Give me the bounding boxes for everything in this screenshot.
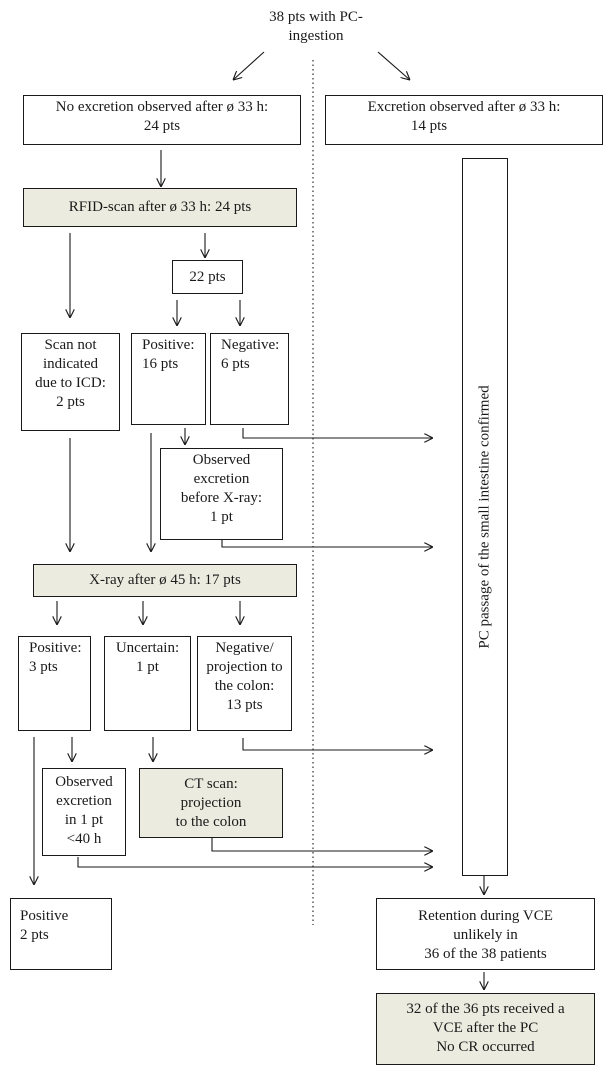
arrow-ct-to-confirmed — [211, 838, 433, 851]
xray-uncertain-box: Uncertain:1 pt — [104, 636, 191, 731]
arrow-observed-40h-to-confirmed — [77, 857, 433, 867]
rfid-negative-box: Negative:6 pts — [210, 333, 289, 425]
excretion-box: Excretion observed after ø 33 h:14 pts — [325, 95, 603, 145]
xray-positive-box: Positive:3 pts — [18, 636, 91, 731]
arrow-negative-to-confirmed — [242, 428, 433, 438]
arrow-observed-to-confirmed — [221, 540, 433, 547]
no-excretion-box: No excretion observed after ø 33 h:24 pt… — [23, 95, 301, 145]
start-label: 38 pts with PC- ingestion — [269, 9, 363, 44]
xray-negative-box: Negative/projection to the colon:13 pts — [197, 636, 292, 731]
rfid-scan-box: RFID-scan after ø 33 h: 24 pts — [23, 188, 297, 227]
rfid-positive-box: Positive:16 pts — [131, 333, 206, 425]
arrow-top-right — [377, 51, 410, 80]
pc-passage-confirmed-box: PC passage of the small intestine confir… — [462, 158, 508, 876]
pts22-box: 22 pts — [172, 260, 243, 294]
arrow-xray-negative-to-confirmed — [242, 738, 433, 750]
xray-box: X-ray after ø 45 h: 17 pts — [33, 564, 297, 597]
arrow-top-left — [233, 51, 265, 80]
